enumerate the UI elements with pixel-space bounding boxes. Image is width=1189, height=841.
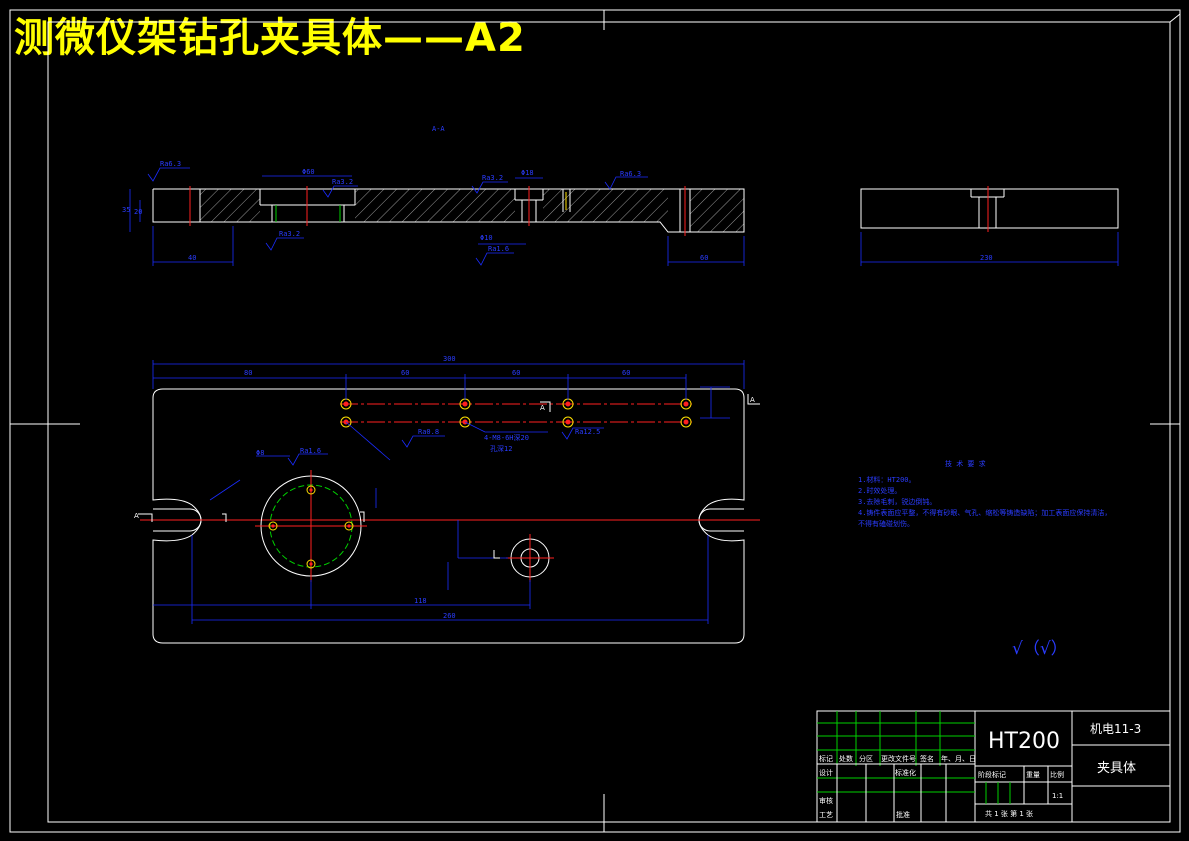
row-check: 审核	[819, 796, 833, 805]
tech-req-item: 2.时效处理。	[858, 486, 901, 495]
roughness-ra125: Ra12.5	[575, 428, 600, 436]
dim-118: 118	[414, 597, 427, 605]
tech-req-item: 4.铸件表面应平整，不得有砂眼、气孔、缩松等铸造缺陷；加工表面应保持清洁，	[858, 508, 1111, 517]
tech-req-item: 3.去除毛刺，锐边倒钝。	[858, 497, 936, 506]
tech-req-item: 1.材料：HT200。	[858, 475, 916, 484]
section-view: 40 60 Φ60 Φ18 Φ10 35 20 Ra6.3 Ra3.2 Ra3.…	[122, 160, 745, 266]
section-marker-right: A	[750, 396, 755, 404]
roughness-ra32b: Ra3.2	[482, 174, 503, 182]
header-sign: 签名	[920, 754, 934, 763]
tech-requirements: 技 术 要 求 1.材料：HT200。 2.时效处理。 3.去除毛刺，锐边倒钝。…	[858, 459, 1111, 528]
outer-border	[9, 9, 1181, 833]
dim-20: 20	[134, 208, 142, 216]
sheet-count: 共 1 张 第 1 张	[985, 809, 1033, 818]
section-label: A-A	[432, 125, 445, 133]
phi8-callout: Φ8	[256, 449, 264, 457]
scale-label: 比例	[1050, 770, 1064, 779]
dim-40: 40	[188, 254, 196, 262]
section-marker-mid: A	[540, 404, 545, 412]
roughness-ra32a: Ra3.2	[332, 178, 353, 186]
title-block: HT200 机电11-3 夹具体 1:1 共 1 张 第 1 张 标记 处数 分…	[816, 710, 1171, 823]
dim-60b: 60	[512, 369, 520, 377]
roughness-ra63a: Ra6.3	[160, 160, 181, 168]
dim-35: 35	[122, 206, 130, 214]
dim-260: 260	[443, 612, 456, 620]
dim-60a: 60	[401, 369, 409, 377]
material-label: HT200	[988, 729, 1060, 754]
weight-label: 重量	[1026, 771, 1040, 779]
tech-req-item: 不得有磕碰划伤。	[858, 519, 914, 528]
scale-value: 1:1	[1052, 792, 1063, 800]
header-count: 处数	[839, 754, 853, 763]
roughness-ra16b: Ra1.6	[300, 447, 321, 455]
inner-border	[47, 21, 1171, 823]
section-marker-left: A	[134, 512, 139, 520]
header-zone: 分区	[859, 754, 873, 763]
header-doc: 更改文件号	[881, 754, 916, 763]
roughness-ra32-lower: Ra3.2	[279, 230, 300, 238]
dim-60c: 60	[622, 369, 630, 377]
row-process: 工艺	[819, 811, 833, 819]
holes-callout: 4-M8-6H深20	[484, 433, 529, 442]
dim-phi10: Φ10	[480, 234, 493, 242]
drawing-title: 测微仪架钻孔夹具体——A2	[14, 15, 526, 61]
roughness-ra08: Ra0.8	[418, 428, 439, 436]
dim-phi18: Φ18	[521, 169, 534, 177]
header-mark: 标记	[819, 754, 833, 763]
finish-mark: √（√）	[1012, 639, 1068, 659]
class-code: 机电11-3	[1090, 722, 1141, 736]
tech-req-heading: 技 术 要 求	[945, 459, 986, 468]
dim-phi60: Φ60	[302, 168, 315, 176]
holes-callout-sub: 孔深12	[490, 444, 512, 453]
dim-80: 80	[244, 369, 252, 377]
centering-marks	[10, 10, 1181, 832]
roughness-ra16a: Ra1.6	[488, 245, 509, 253]
dim-60: 60	[700, 254, 708, 262]
roughness-ra63b: Ra6.3	[620, 170, 641, 178]
row-standardize: 标准化	[895, 768, 916, 777]
stage-label: 阶段标记	[978, 770, 1006, 779]
top-view: 300 80 60 60 60 118 260 4-M8-6H深20 孔深12 …	[134, 355, 760, 644]
part-name: 夹具体	[1097, 761, 1136, 776]
row-design: 设计	[819, 768, 833, 777]
dim-300: 300	[443, 355, 456, 363]
row-approve: 批准	[896, 810, 910, 819]
hole-row	[340, 398, 692, 428]
dim-230: 230	[980, 254, 993, 262]
side-view: 230	[860, 186, 1119, 266]
header-date: 年、月、日	[941, 754, 976, 763]
